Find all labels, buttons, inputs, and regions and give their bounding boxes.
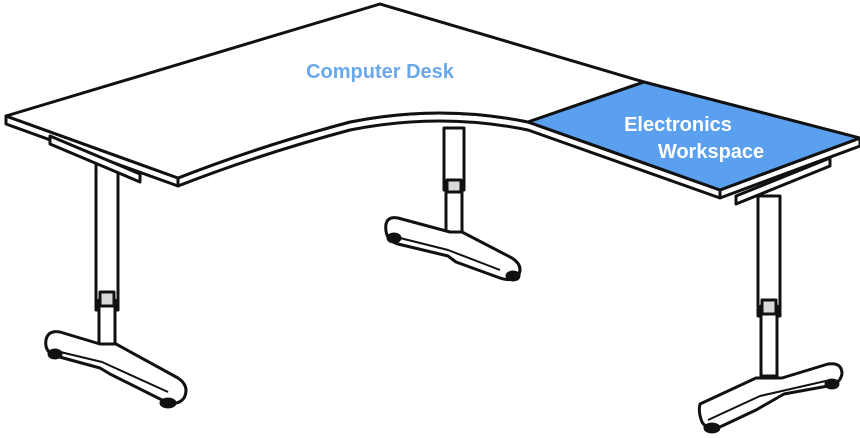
desk-top-surface (4, 2, 646, 180)
front-left-leg (44, 158, 188, 409)
back-middle-leg (384, 126, 522, 282)
right-leg (697, 194, 844, 434)
electronics-workspace-zone (526, 80, 860, 192)
workspace-label-line1: Electronics (624, 114, 732, 136)
workspace-label-line2: Workspace (658, 141, 764, 163)
computer-desk-label: Computer Desk (306, 61, 455, 83)
